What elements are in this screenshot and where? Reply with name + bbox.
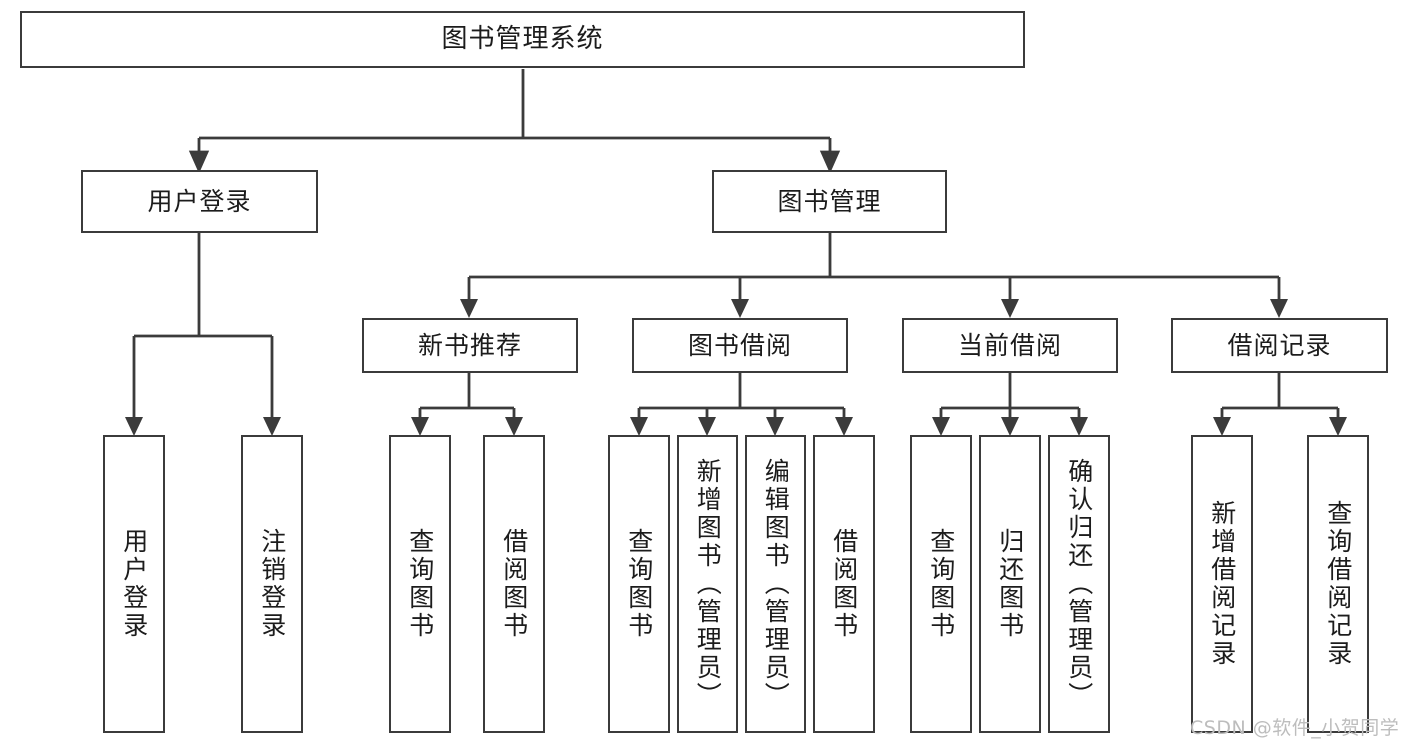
- arrowhead-leaf-rec-query: [1329, 417, 1347, 436]
- arrowhead-leaf-user-logout: [263, 417, 281, 436]
- node-label: 编辑图书（管理员）: [761, 458, 791, 710]
- node-label: 图书借阅: [687, 330, 792, 360]
- node-label: 用户登录: [119, 528, 149, 640]
- node-label: 当前借阅: [957, 330, 1062, 360]
- node-leaf-user-logout[interactable]: 注销登录: [241, 435, 303, 733]
- node-label: 注销登录: [257, 528, 287, 640]
- arrowhead-leaf-user-login: [125, 417, 143, 436]
- node-leaf-cur-query[interactable]: 查询图书: [910, 435, 972, 733]
- node-leaf-user-login[interactable]: 用户登录: [103, 435, 165, 733]
- arrowhead-leaf-rec-add: [1213, 417, 1231, 436]
- node-label: 确认归还（管理员）: [1064, 458, 1094, 710]
- arrowhead-borrow: [731, 299, 749, 318]
- node-borrow[interactable]: 图书借阅: [632, 318, 848, 373]
- node-label: 查询借阅记录: [1323, 500, 1353, 668]
- node-leaf-bw-add[interactable]: 新增图书（管理员）: [677, 435, 738, 733]
- node-label: 查询图书: [926, 528, 956, 640]
- arrowhead-leaf-nb-borrow: [505, 417, 523, 436]
- node-leaf-cur-return[interactable]: 归还图书: [979, 435, 1041, 733]
- node-current[interactable]: 当前借阅: [902, 318, 1118, 373]
- csdn-watermark: CSDN @软件_小贺同学: [1190, 717, 1400, 739]
- node-root-图书管理系统[interactable]: 图书管理系统: [20, 11, 1025, 68]
- node-bookmgmt[interactable]: 图书管理: [712, 170, 947, 233]
- node-label: 归还图书: [995, 528, 1025, 640]
- node-label: 借阅图书: [829, 528, 859, 640]
- arrowhead-leaf-cur-query: [932, 417, 950, 436]
- arrowhead-newbook: [460, 299, 478, 318]
- arrowhead-leaf-bw-add: [698, 417, 716, 436]
- arrowhead-leaf-cur-return: [1001, 417, 1019, 436]
- arrowhead-current: [1001, 299, 1019, 318]
- node-leaf-rec-query[interactable]: 查询借阅记录: [1307, 435, 1369, 733]
- node-label: 新增借阅记录: [1207, 500, 1237, 668]
- node-newbook[interactable]: 新书推荐: [362, 318, 578, 373]
- node-leaf-nb-borrow[interactable]: 借阅图书: [483, 435, 545, 733]
- node-leaf-rec-add[interactable]: 新增借阅记录: [1191, 435, 1253, 733]
- node-label: 查询图书: [405, 528, 435, 640]
- node-label: 新增图书（管理员）: [693, 458, 723, 710]
- node-label: 图书管理: [777, 186, 882, 216]
- node-leaf-bw-query[interactable]: 查询图书: [608, 435, 670, 733]
- node-label: 借阅图书: [499, 528, 529, 640]
- node-label: 查询图书: [624, 528, 654, 640]
- node-leaf-cur-confirm[interactable]: 确认归还（管理员）: [1048, 435, 1110, 733]
- node-label: 新书推荐: [417, 330, 522, 360]
- arrowhead-leaf-bw-query: [630, 417, 648, 436]
- node-leaf-nb-query[interactable]: 查询图书: [389, 435, 451, 733]
- arrowhead-leaf-nb-query: [411, 417, 429, 436]
- node-label: 图书管理系统: [441, 24, 604, 55]
- node-leaf-bw-edit[interactable]: 编辑图书（管理员）: [745, 435, 806, 733]
- node-label: 用户登录: [147, 186, 252, 216]
- arrowhead-login: [188, 150, 210, 174]
- arrowhead-leaf-bw-borrow: [835, 417, 853, 436]
- node-records[interactable]: 借阅记录: [1171, 318, 1388, 373]
- node-leaf-bw-borrow[interactable]: 借阅图书: [813, 435, 875, 733]
- node-login[interactable]: 用户登录: [81, 170, 318, 233]
- arrowhead-records: [1270, 299, 1288, 318]
- arrowhead-leaf-cur-confirm: [1070, 417, 1088, 436]
- node-label: 借阅记录: [1227, 330, 1332, 360]
- arrowhead-bookmgmt: [819, 150, 841, 174]
- arrowhead-leaf-bw-edit: [766, 417, 784, 436]
